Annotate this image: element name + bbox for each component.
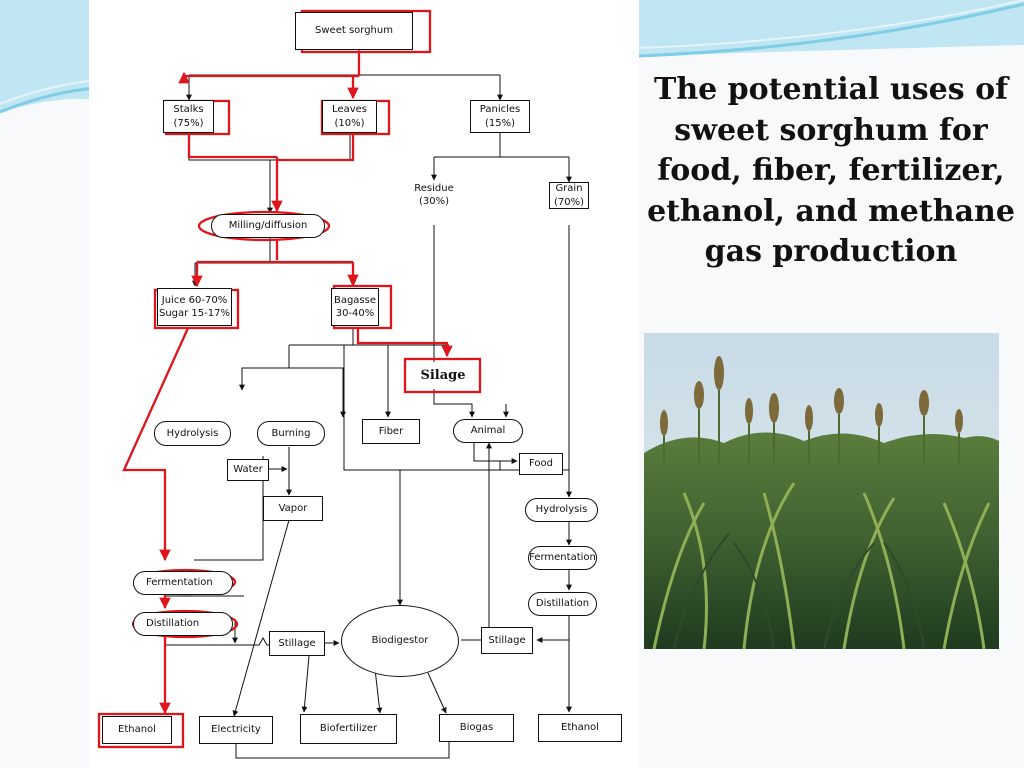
stillage-left-node: Stillage <box>269 631 325 656</box>
sweet-sorghum-node: Sweet sorghum <box>295 12 413 50</box>
hydrolysis-right-node: Hydrolysis <box>525 498 598 522</box>
flow-diagram: Sweet sorghum Stalks (75%) Leaves (10%) … <box>89 0 639 768</box>
fermentation-right-node: Fermentation <box>528 546 597 570</box>
biogas-node: Biogas <box>439 714 514 742</box>
distillation-left-node: Distillation <box>133 612 233 636</box>
stillage-right-node: Stillage <box>481 627 533 654</box>
ethanol-right-node: Ethanol <box>538 714 622 742</box>
panicles-node: Panicles (15%) <box>470 100 530 133</box>
bagasse-node: Bagasse 30-40% <box>331 288 379 326</box>
milling-diffusion-node: Milling/diffusion <box>211 214 325 238</box>
fermentation-left-node: Fermentation <box>133 571 233 595</box>
diagram-connectors <box>97 9 572 759</box>
distillation-right-node: Distillation <box>528 592 597 616</box>
grain-node: Grain (70%) <box>549 182 589 209</box>
slide-title: The potential uses of sweet sorghum for … <box>647 72 1015 269</box>
sorghum-field-photo <box>644 333 999 649</box>
biofertilizer-node: Biofertilizer <box>300 714 397 744</box>
water-node: Water <box>227 459 269 481</box>
vapor-node: Vapor <box>263 496 323 521</box>
leaves-node: Leaves (10%) <box>322 100 377 133</box>
juice-sugar-node: Juice 60-70% Sugar 15-17% <box>157 288 232 326</box>
electricity-node: Electricity <box>199 716 273 744</box>
stalks-node: Stalks (75%) <box>163 100 214 133</box>
silage-label: Silage <box>409 362 477 389</box>
biodigestor-node: Biodigestor <box>341 605 459 677</box>
fiber-node: Fiber <box>362 419 420 444</box>
food-node: Food <box>519 453 563 475</box>
hydrolysis-left-node: Hydrolysis <box>154 421 231 446</box>
animal-node: Animal <box>453 419 523 443</box>
ethanol-left-node: Ethanol <box>102 716 172 744</box>
burning-node: Burning <box>257 421 325 446</box>
residue-node: Residue (30%) <box>413 180 455 210</box>
